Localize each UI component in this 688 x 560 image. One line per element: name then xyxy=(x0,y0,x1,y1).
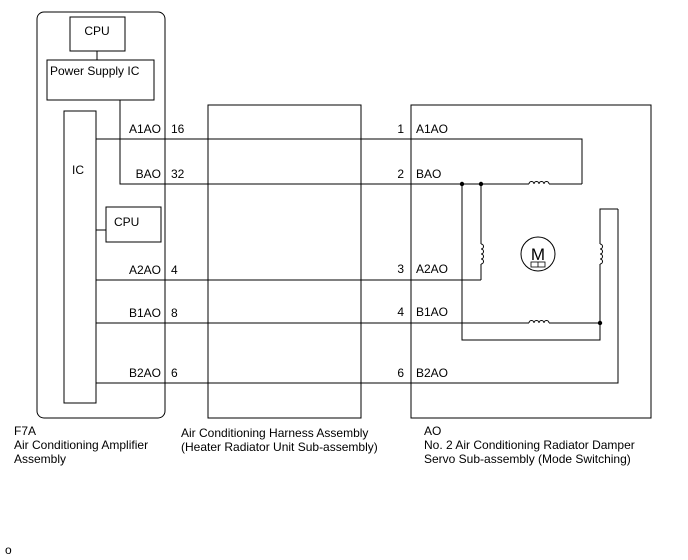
cpu-top-label: CPU xyxy=(84,24,109,38)
amplifier-name-line2: Assembly xyxy=(14,452,67,466)
amp-pin-name-bao: BAO xyxy=(136,167,161,181)
amplifier-name-line1: Air Conditioning Amplifier xyxy=(14,438,149,452)
power-supply-ic-label: Power Supply IC xyxy=(50,64,140,78)
footer-mark: o xyxy=(5,543,12,557)
coil-b2ao xyxy=(599,243,603,265)
servo-pin-name-bao: BAO xyxy=(416,167,441,181)
cpu-inner-label: CPU xyxy=(114,215,139,229)
amp-pin-name-b2ao: B2AO xyxy=(129,366,161,380)
amp-pin-num-6: 6 xyxy=(171,366,178,380)
servo-pin-num-4: 4 xyxy=(397,305,404,319)
servo-pin-num-2: 2 xyxy=(397,167,404,181)
harness-box xyxy=(207,104,362,419)
harness-name-line2: (Heater Radiator Unit Sub-assembly) xyxy=(181,440,378,454)
harness-caption: Air Conditioning Harness Assembly (Heate… xyxy=(181,426,378,454)
servo-name-line1: No. 2 Air Conditioning Radiator Damper xyxy=(424,438,635,452)
amp-pin-num-8: 8 xyxy=(171,306,178,320)
coil-a2ao xyxy=(480,243,484,265)
servo-connector-code: AO xyxy=(424,424,442,438)
wire-bao xyxy=(119,100,411,185)
ic-box xyxy=(63,110,97,404)
amplifier-caption: F7A Air Conditioning Amplifier Assembly xyxy=(14,424,148,466)
coil-bao xyxy=(528,181,550,185)
motor-icon: M xyxy=(520,236,556,272)
amp-pin-name-a1ao: A1AO xyxy=(129,122,161,136)
amplifier-connector-code: F7A xyxy=(14,424,37,438)
servo-pin-num-6: 6 xyxy=(397,366,404,380)
servo-box xyxy=(410,104,652,419)
ic-label: IC xyxy=(72,163,84,177)
amp-pin-name-a2ao: A2AO xyxy=(129,263,161,277)
amp-pin-num-32: 32 xyxy=(171,167,185,181)
servo-name-line2: Servo Sub-assembly (Mode Switching) xyxy=(424,452,631,466)
wire-a1ao-internal xyxy=(411,138,583,184)
cpu-inner-box xyxy=(105,206,162,243)
wire-bao-loop xyxy=(461,184,601,341)
servo-pin-num-3: 3 xyxy=(397,262,404,276)
amp-pin-name-b1ao: B1AO xyxy=(129,306,161,320)
servo-pin-name-b2ao: B2AO xyxy=(416,366,448,380)
amp-pin-num-16: 16 xyxy=(171,122,185,136)
wire-b2ao-internal xyxy=(411,209,619,384)
harness-name-line1: Air Conditioning Harness Assembly xyxy=(181,426,369,440)
coil-b1ao xyxy=(528,320,550,324)
servo-pin-name-a1ao: A1AO xyxy=(416,122,448,136)
amp-pin-num-4: 4 xyxy=(171,263,178,277)
amplifier-box xyxy=(36,11,166,419)
wire-coil-b-top xyxy=(599,208,618,244)
servo-caption: AO No. 2 Air Conditioning Radiator Dampe… xyxy=(424,424,635,466)
servo-pin-num-1: 1 xyxy=(397,122,404,136)
power-supply-ic-box xyxy=(46,59,155,101)
servo-pin-name-b1ao: B1AO xyxy=(416,305,448,319)
servo-pin-name-a2ao: A2AO xyxy=(416,262,448,276)
motor-label: M xyxy=(531,245,545,264)
